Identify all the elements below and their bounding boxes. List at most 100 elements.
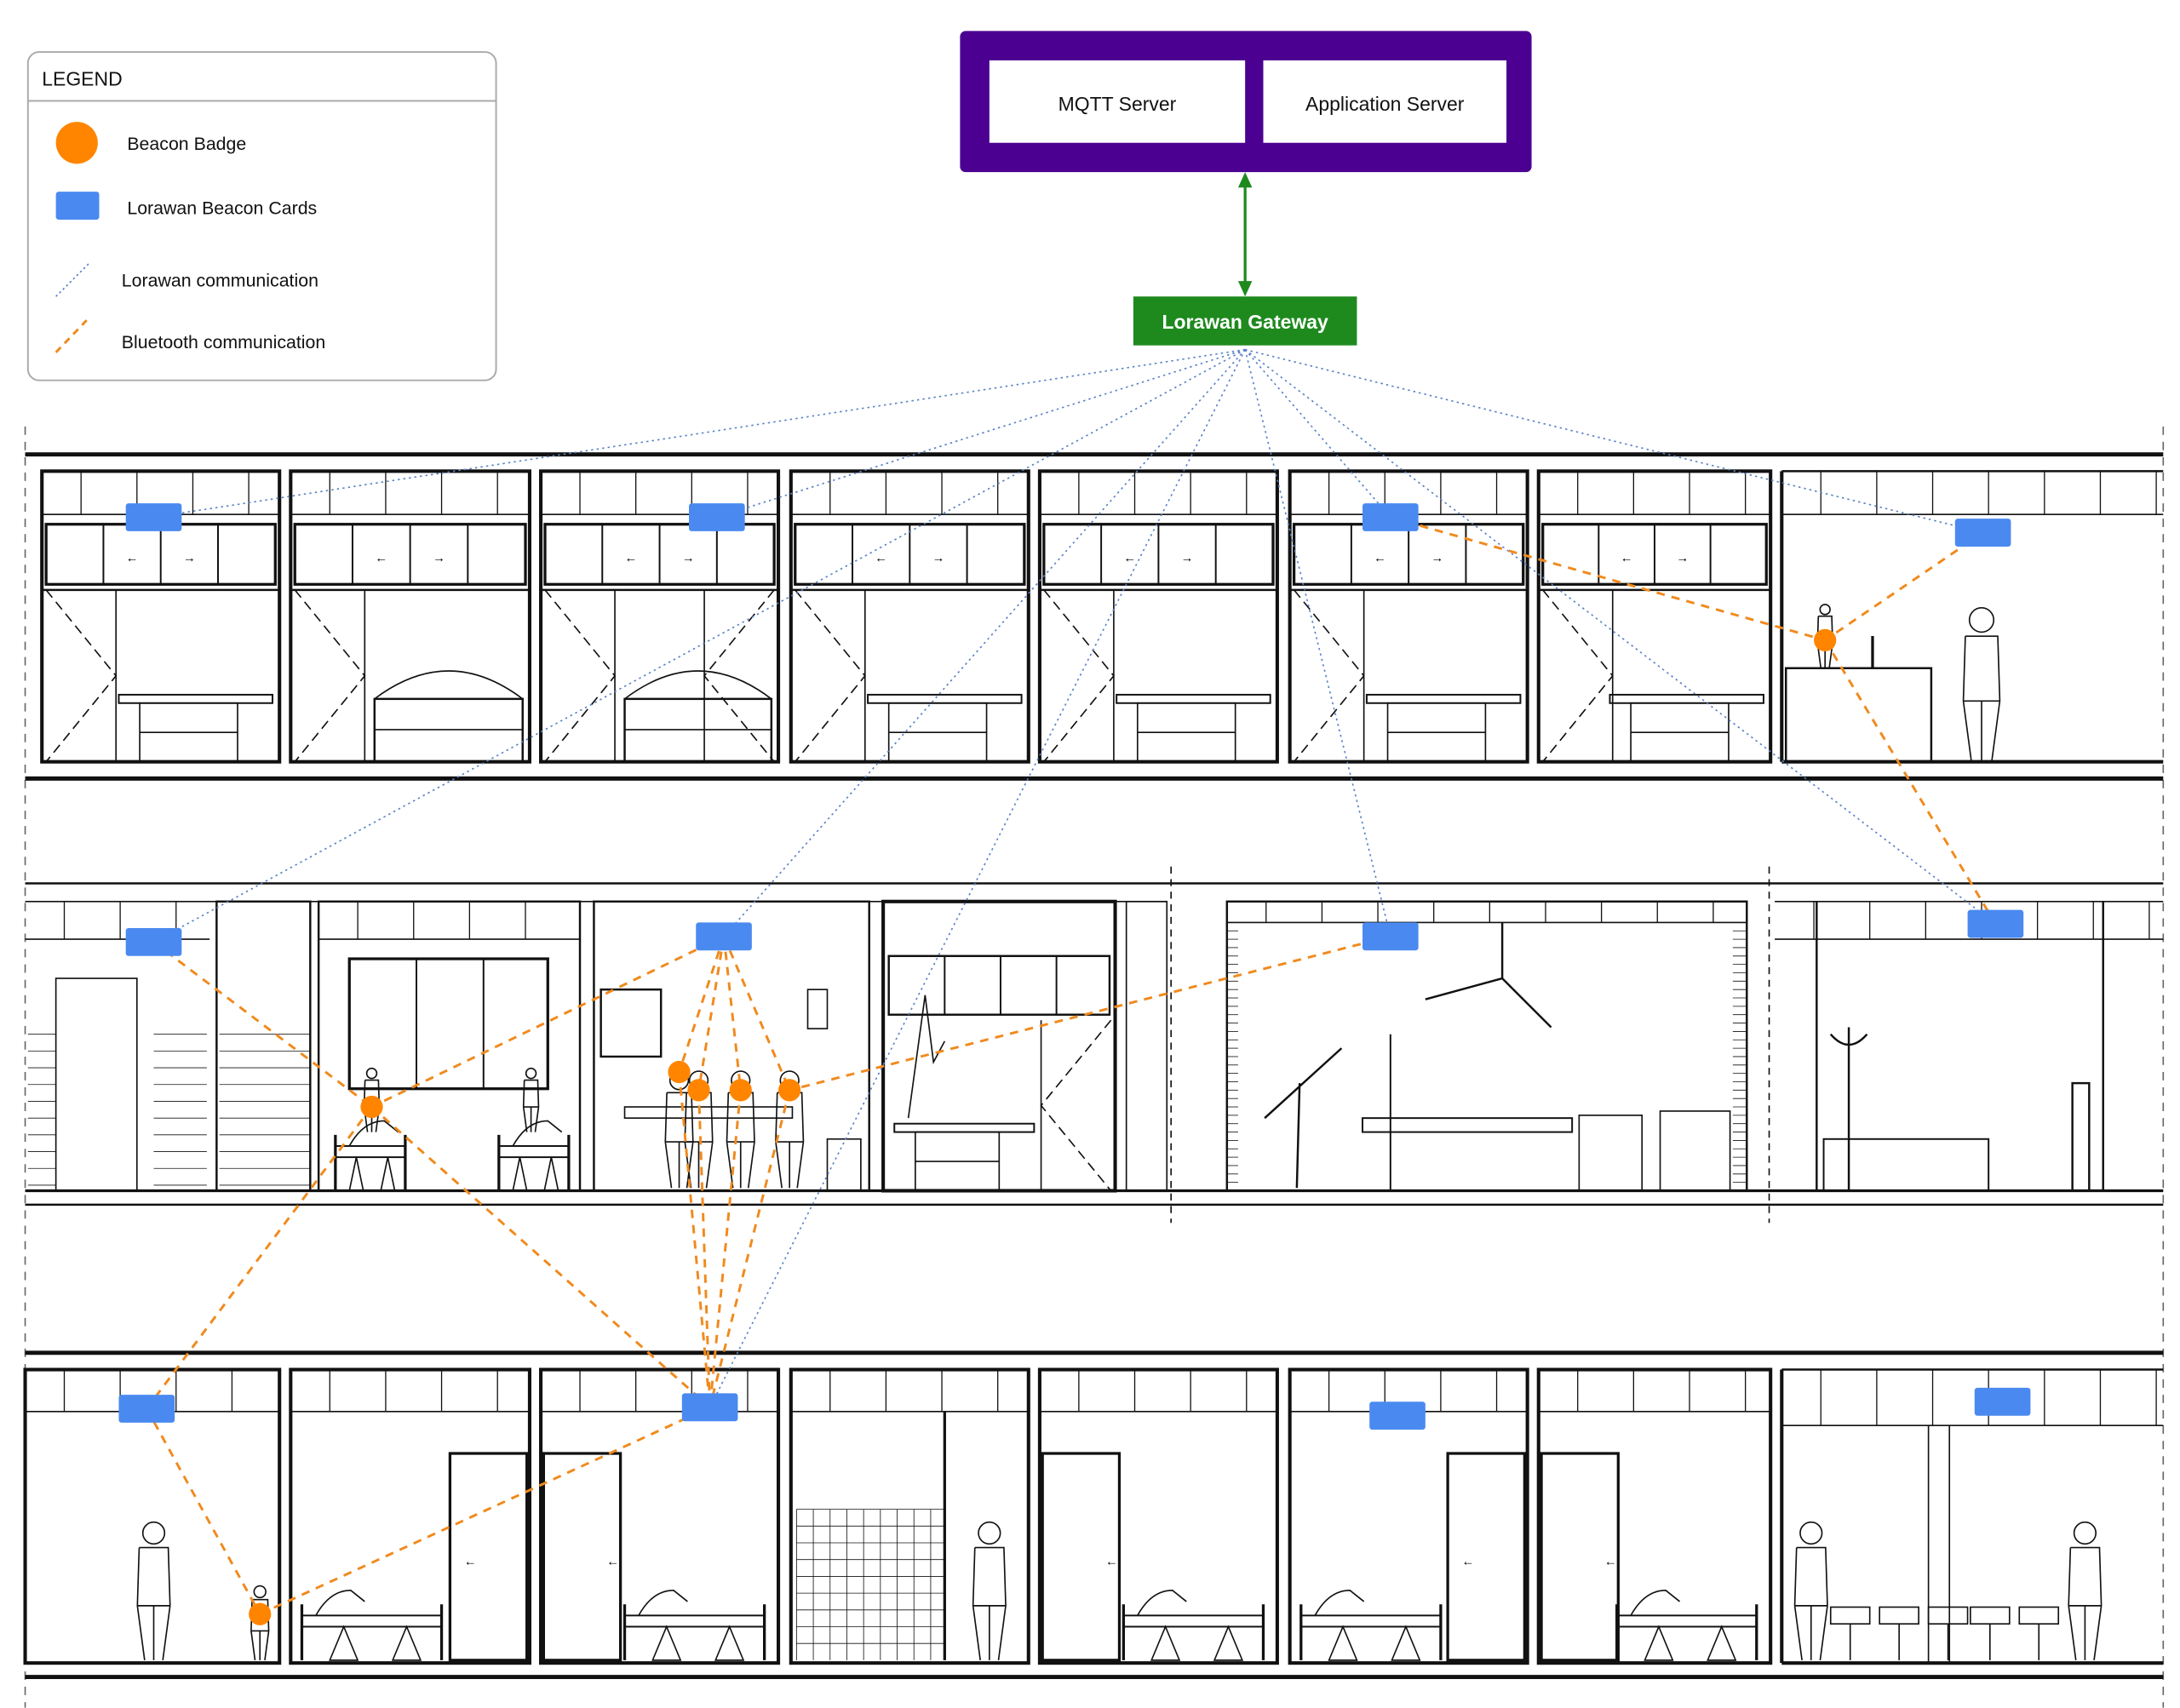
bluetooth-link (1390, 516, 1826, 642)
door (1040, 1019, 1112, 1192)
door (1542, 589, 1614, 763)
room-wall (289, 1367, 531, 1665)
exam-table (1116, 693, 1271, 763)
patient-room (789, 1367, 1030, 1665)
oxygen-bottle (806, 989, 829, 1029)
lorawan-beacon-card (681, 1393, 738, 1422)
beacon-badge-legend-icon (55, 122, 98, 164)
patient-room: ← (289, 1367, 531, 1665)
patient-room: ← (539, 1367, 781, 1665)
table-top (867, 693, 1023, 704)
waiting-chair (1970, 1606, 2011, 1625)
legend-box (26, 51, 497, 381)
hospital-bed (1122, 1589, 1265, 1661)
bed-canopy (624, 670, 772, 700)
person-figure (2068, 1521, 2103, 1660)
legend-item-beacon-badge: Beacon Badge (127, 134, 246, 154)
beacon-badge (1814, 628, 1837, 652)
hospital-bed (1299, 1589, 1443, 1661)
lorawan-beacon-card (118, 1395, 175, 1423)
lorawan-link (1244, 348, 1983, 534)
equipment-cabinet (1659, 1110, 1731, 1192)
devices (118, 503, 2031, 1625)
patient-figure (1314, 1589, 1365, 1616)
application-server-box[interactable] (1263, 60, 1507, 143)
waiting-chair (1879, 1606, 1919, 1625)
communication-links (146, 348, 1997, 1616)
restroom-stall (54, 977, 138, 1192)
bluetooth-link (722, 936, 743, 1091)
body-outline (1962, 635, 2001, 762)
head-icon (525, 1067, 537, 1080)
equipment-cart (1578, 1115, 1644, 1192)
body-outline (2068, 1546, 2103, 1660)
room-wall (539, 1367, 781, 1665)
table-top (1609, 693, 1764, 704)
bed-mattress (623, 1614, 766, 1628)
lorawan-beacon-card (1362, 922, 1419, 951)
operating-table (1362, 1117, 1574, 1133)
arrow-up-icon (1237, 172, 1253, 188)
mqtt-server-box[interactable] (989, 60, 1246, 143)
room-door (542, 1452, 622, 1662)
hospital-bed (334, 1120, 407, 1192)
beacon-badge (729, 1079, 752, 1102)
surgical-light (1425, 922, 1552, 1029)
bed-legs (1644, 1625, 1737, 1661)
person-figure (1962, 607, 2001, 762)
door (1293, 589, 1365, 763)
bed-mattress (301, 1614, 443, 1628)
room-wall (1037, 1367, 1279, 1665)
person-figure (522, 1067, 540, 1132)
reception-room (1780, 470, 2164, 764)
lorawan-line-legend-icon (55, 262, 90, 297)
room-wall (317, 900, 582, 1192)
arrow-right-icon: → (433, 552, 445, 565)
beacon-card-legend-icon (55, 192, 100, 220)
exam-table (1609, 693, 1764, 763)
body-outline (363, 1079, 381, 1132)
legend-title: LEGEND (42, 67, 122, 89)
exam-room: ←→ (1037, 469, 1279, 764)
beacon-badge (668, 1060, 691, 1084)
body-outline (1816, 615, 1833, 668)
door-swing (1293, 589, 1365, 763)
legend-item-beacon-cards: Lorawan Beacon Cards (127, 198, 317, 218)
waste-bin (826, 1138, 862, 1192)
patient-room (1775, 900, 2164, 1192)
lorawan-beacon-card (1362, 503, 1419, 531)
bed-mattress (1615, 1614, 1758, 1628)
bed-mattress (1299, 1614, 1442, 1628)
head-icon (253, 1585, 267, 1599)
arrow-left-icon: ← (1621, 552, 1633, 565)
body-outline (1793, 1546, 1828, 1660)
reception-desk (1785, 667, 1933, 763)
bluetooth-link (697, 1090, 712, 1407)
patient-figure (1630, 1589, 1681, 1616)
bluetooth-link (708, 1089, 791, 1408)
body-outline (972, 1546, 1007, 1660)
arrow-left-icon: ← (464, 1555, 477, 1568)
person-figure (1816, 604, 1833, 668)
lorawan-beacon-card (1954, 519, 2011, 547)
door-swing (703, 589, 775, 763)
patient-room: ← (1536, 1367, 1773, 1665)
lorawan-gateway[interactable]: Lorawan Gateway (1133, 296, 1357, 346)
bed-mattress (497, 1144, 570, 1159)
lorawan-link (723, 349, 1246, 937)
cabinet-row (887, 954, 1111, 1016)
floor-1: ←→←→←→←→←→←→←→ (25, 452, 2164, 781)
lorawan-beacon-card (1974, 1387, 2031, 1416)
bed-mattress (1122, 1614, 1265, 1628)
door (294, 589, 366, 763)
patient-figure (512, 1120, 563, 1147)
lorawan-beacon-card (125, 503, 182, 531)
lorawan-beacon-card (696, 922, 752, 951)
bluetooth-link (722, 936, 791, 1091)
body-outline (522, 1079, 540, 1132)
room-door (1041, 1452, 1122, 1662)
patient-figure (638, 1589, 688, 1616)
arrow-left-icon: ← (1374, 552, 1386, 565)
lorawan-beacon-card (689, 503, 745, 531)
room-wall (593, 900, 870, 1192)
